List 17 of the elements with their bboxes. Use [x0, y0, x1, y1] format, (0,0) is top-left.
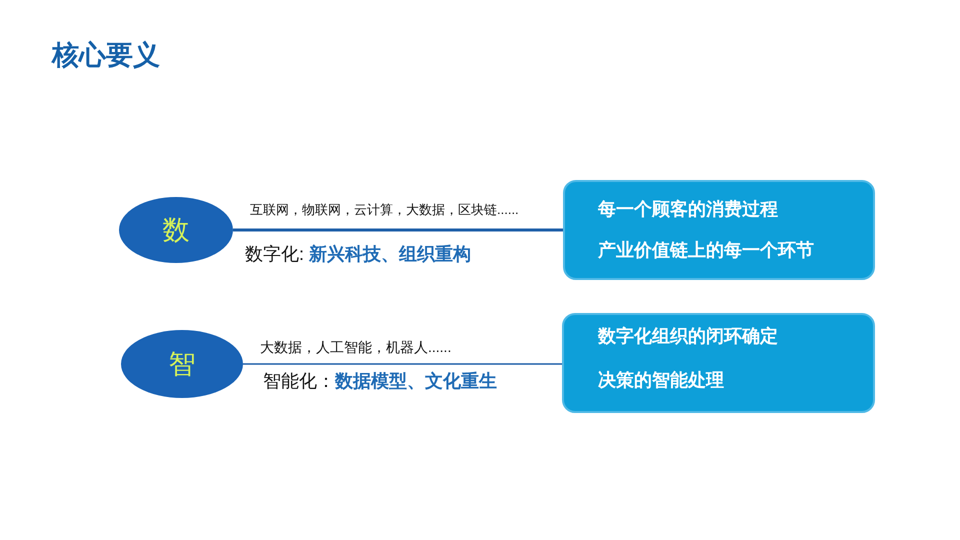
box-text: 产业价值链上的每一个环节 [598, 239, 814, 262]
ellipse-node [119, 197, 233, 263]
connector-line [233, 228, 563, 232]
rounded-box [563, 180, 875, 280]
rounded-box [562, 313, 875, 413]
node-label: 数 [162, 215, 190, 245]
box-text: 数字化组织的闭环确定 [598, 325, 778, 348]
ellipse-node [121, 330, 243, 398]
box-text: 每一个顾客的消费过程 [598, 198, 778, 221]
caption-text: 智能化：数据模型、文化重生 [263, 370, 497, 393]
caption-text: 数字化: 新兴科技、组织重构 [245, 243, 472, 266]
edge-label: 大数据，人工智能，机器人...... [260, 338, 452, 356]
box-text: 决策的智能处理 [598, 369, 724, 392]
node-label: 智 [168, 349, 196, 379]
title: 核心要义 [52, 39, 160, 71]
connector-line [243, 363, 562, 365]
edge-label: 互联网，物联网，云计算，大数据，区块链...... [250, 201, 519, 218]
